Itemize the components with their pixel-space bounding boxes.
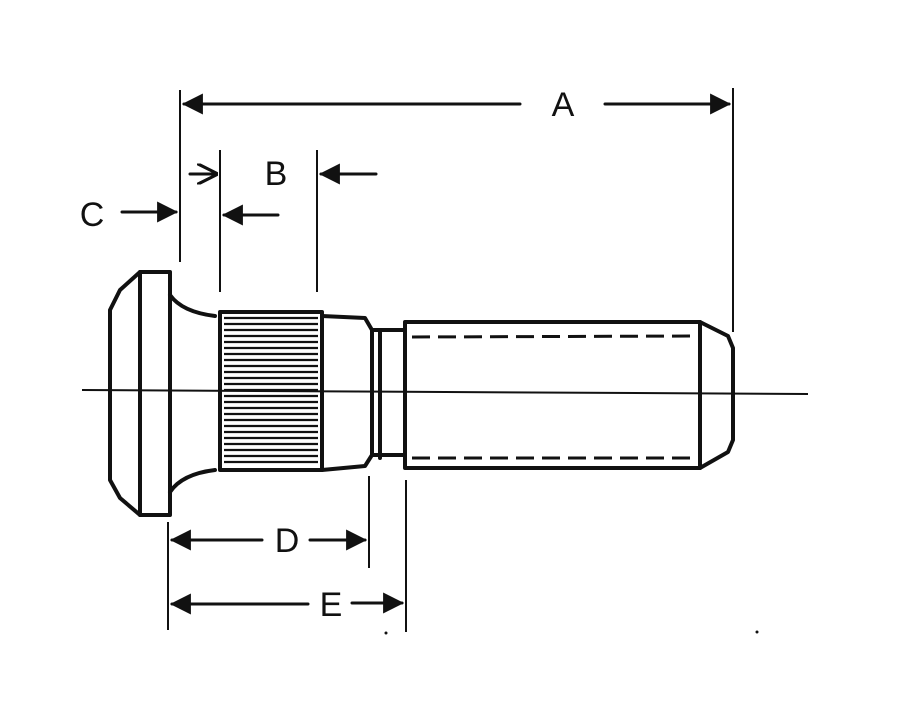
- dimension-a: A: [181, 86, 732, 124]
- stud-neck: [168, 293, 217, 494]
- stud-shoulder: [320, 314, 407, 472]
- label-d: D: [275, 522, 300, 560]
- extension-lines: [167, 88, 734, 632]
- label-c: C: [80, 196, 105, 234]
- dimension-d: D: [169, 522, 368, 560]
- center-axis-line: [81, 389, 809, 395]
- dimension-b: B: [188, 155, 378, 193]
- speck-mark: [384, 631, 388, 635]
- speck-mark: [755, 630, 759, 634]
- label-b: B: [265, 155, 288, 193]
- label-e: E: [320, 586, 343, 624]
- dimension-c: C: [80, 196, 280, 234]
- dimension-e: E: [169, 586, 405, 624]
- label-a: A: [552, 86, 575, 124]
- knurled-section: [218, 310, 324, 472]
- stud-head: [108, 270, 172, 517]
- threaded-section: [403, 320, 735, 470]
